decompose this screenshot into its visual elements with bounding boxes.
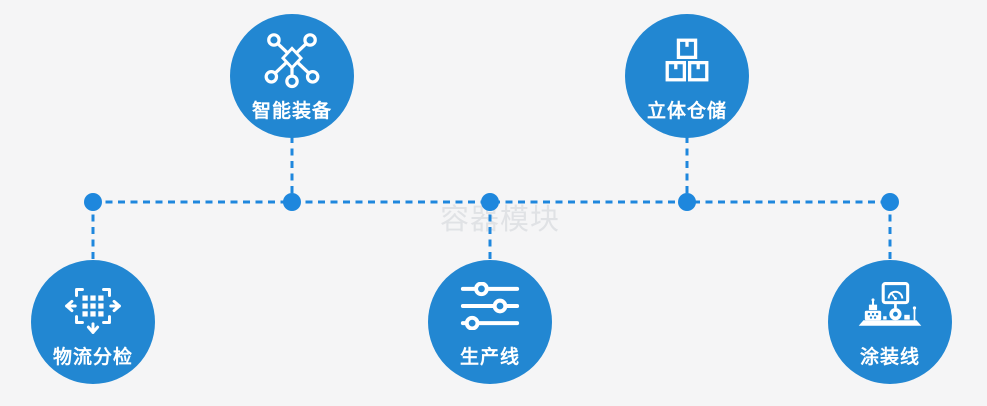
node-logistics-sorting: 物流分检 — [31, 260, 155, 384]
node-label: 立体仓储 — [646, 101, 727, 122]
junction-dot — [881, 193, 899, 211]
junction-dot — [481, 193, 499, 211]
watermark: 容器模块 — [440, 204, 561, 236]
node-production-line: 生产线 — [428, 260, 552, 384]
machine-monitor-icon — [856, 277, 924, 335]
node-label: 智能装备 — [251, 101, 332, 122]
junction-dot — [678, 193, 696, 211]
node-warehouse: 立体仓储 — [625, 14, 749, 138]
sorting-arrows-icon — [64, 277, 122, 335]
network-nodes-icon — [261, 31, 323, 89]
node-label: 物流分检 — [52, 347, 133, 368]
junction-dot — [84, 193, 102, 211]
node-label: 生产线 — [459, 347, 520, 368]
node-label: 涂装线 — [859, 347, 920, 368]
stacked-boxes-icon — [658, 31, 716, 89]
node-smart-equipment: 智能装备 — [230, 14, 354, 138]
node-coating-line: 涂装线 — [828, 260, 952, 384]
junction-dot — [283, 193, 301, 211]
sliders-icon — [460, 277, 520, 335]
